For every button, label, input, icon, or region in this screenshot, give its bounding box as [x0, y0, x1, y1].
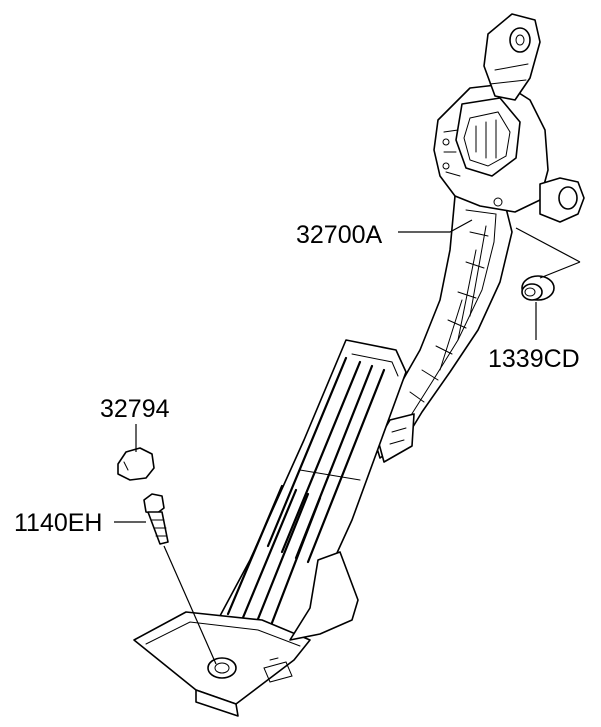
pedal-pad [205, 339, 407, 659]
cap-part [117, 447, 155, 481]
pedal-base [133, 551, 359, 717]
label-32794: 32794 [100, 395, 170, 423]
label-1339CD: 1339CD [488, 345, 580, 373]
label-1140EH: 1140EH [14, 509, 103, 537]
leader-lines [114, 219, 581, 665]
bushing-part [521, 275, 555, 301]
pedal-arm [371, 195, 513, 463]
pedal-pivot-housing [433, 13, 585, 223]
label-32700A: 32700A [296, 221, 383, 249]
bolt-part [143, 493, 169, 545]
